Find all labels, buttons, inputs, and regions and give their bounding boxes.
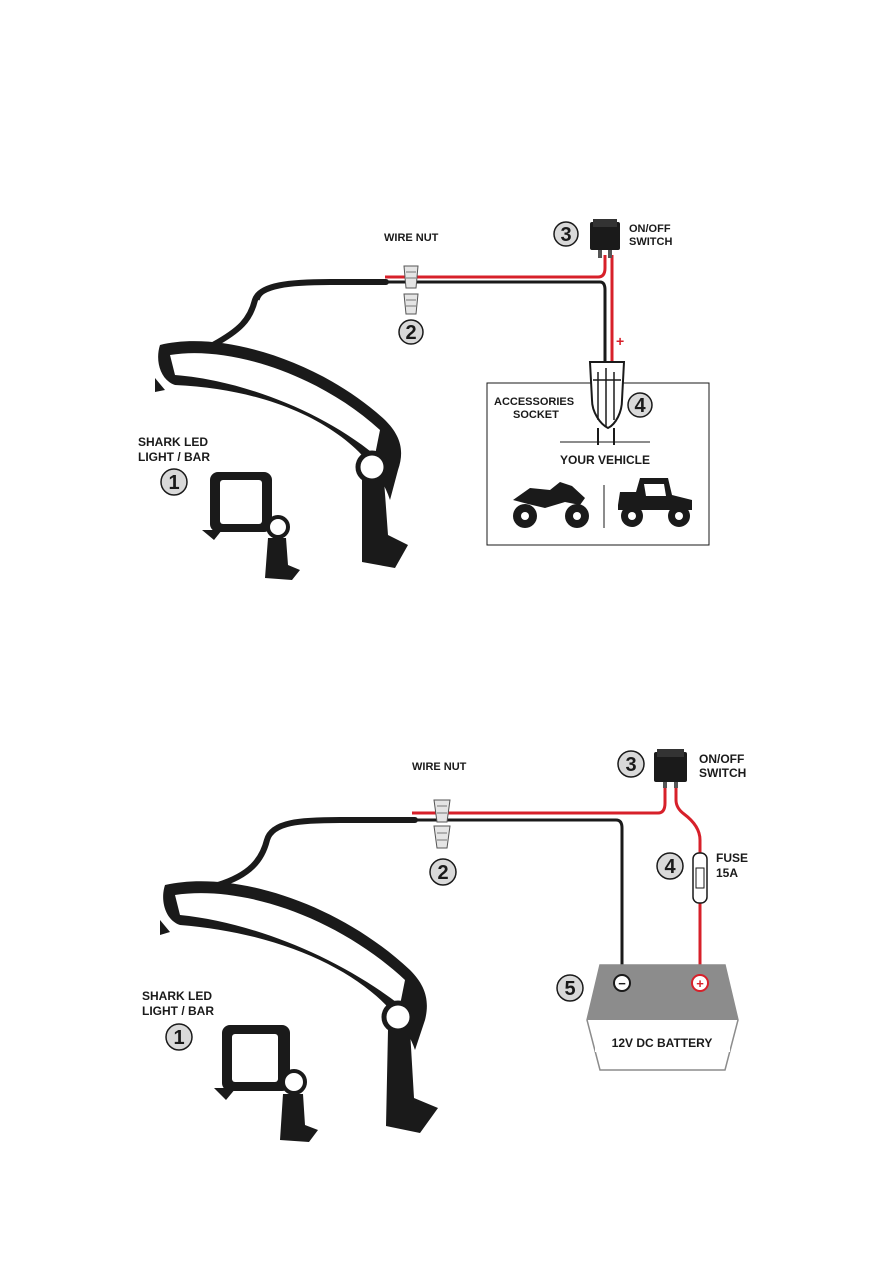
wire-nut-icon: [403, 265, 419, 315]
light-label-line-1: SHARK LED: [138, 435, 208, 449]
rocker-switch-icon-bottom: [654, 749, 687, 788]
led-light-bar-icon: [155, 341, 408, 568]
plus-sign: +: [616, 333, 624, 349]
step-2-badge-bottom: 2: [429, 858, 457, 886]
step-5-badge: 5: [556, 974, 584, 1002]
step-1-badge-bottom: 1: [165, 1023, 193, 1051]
step-4-badge-bottom: 4: [656, 852, 684, 880]
svg-text:2: 2: [405, 322, 416, 344]
svg-text:3: 3: [625, 754, 636, 776]
svg-text:3: 3: [560, 224, 571, 246]
switch-label-line-1-bottom: ON/OFF: [699, 752, 744, 766]
led-pod-light-icon-bottom: [214, 1025, 318, 1142]
negative-terminal: −: [618, 976, 626, 991]
positive-terminal: +: [696, 976, 704, 991]
fuse-holder-icon: [692, 852, 708, 904]
bar-cable-top: [210, 279, 389, 348]
fuse-label-line-1: FUSE: [716, 851, 748, 865]
wire-nut-label: WIRE NUT: [384, 232, 439, 244]
switch-to-fuse-wire: [674, 785, 702, 853]
accessories-plug-icon: [588, 361, 626, 445]
socket-label-line-2: SOCKET: [513, 409, 559, 421]
led-light-bar-icon-bottom: [160, 881, 438, 1133]
step-1-badge: 1: [160, 468, 188, 496]
positive-wire-bottom: [412, 785, 667, 815]
diagram-accessories-socket: + WIRE NUT 2 3 ON/OFF SWITCH: [138, 219, 710, 580]
rocker-switch-icon: [590, 219, 620, 258]
light-label-line-1-bottom: SHARK LED: [142, 989, 212, 1003]
atv-icon: [513, 482, 589, 528]
led-pod-light-icon: [202, 472, 300, 580]
fuse-label-line-2: 15A: [716, 866, 738, 880]
svg-text:4: 4: [634, 395, 646, 417]
socket-label-line-1: ACCESSORIES: [494, 396, 574, 408]
switch-label-line-2-bottom: SWITCH: [699, 766, 746, 780]
wire-nut-icon-bottom: [433, 799, 451, 849]
step-3-badge-bottom: 3: [617, 750, 645, 778]
switch-label-line-2: SWITCH: [629, 236, 672, 248]
positive-wire-top: [385, 255, 607, 279]
light-label-line-2: LIGHT / BAR: [138, 450, 210, 464]
diagram-battery: WIRE NUT 2 3 ON/OFF SWITCH 4 FUSE 15A: [142, 749, 748, 1142]
svg-text:1: 1: [173, 1027, 184, 1049]
battery-icon: [586, 964, 739, 1071]
wire-nut-label-bottom: WIRE NUT: [412, 761, 467, 773]
negative-wire-bottom: [415, 818, 624, 975]
svg-text:1: 1: [168, 472, 179, 494]
utv-icon: [618, 478, 692, 527]
negative-wire-top: [256, 280, 607, 362]
svg-text:4: 4: [664, 856, 676, 878]
switch-label-line-1: ON/OFF: [629, 223, 671, 235]
step-2-badge: 2: [398, 319, 424, 345]
step-3-badge: 3: [553, 221, 579, 247]
svg-text:5: 5: [564, 978, 575, 1000]
vehicle-label: YOUR VEHICLE: [560, 453, 650, 467]
step-4-badge: 4: [627, 392, 653, 418]
svg-text:2: 2: [437, 862, 448, 884]
battery-label: 12V DC BATTERY: [612, 1036, 713, 1050]
light-label-line-2-bottom: LIGHT / BAR: [142, 1004, 214, 1018]
bar-cable-bottom: [215, 817, 418, 888]
